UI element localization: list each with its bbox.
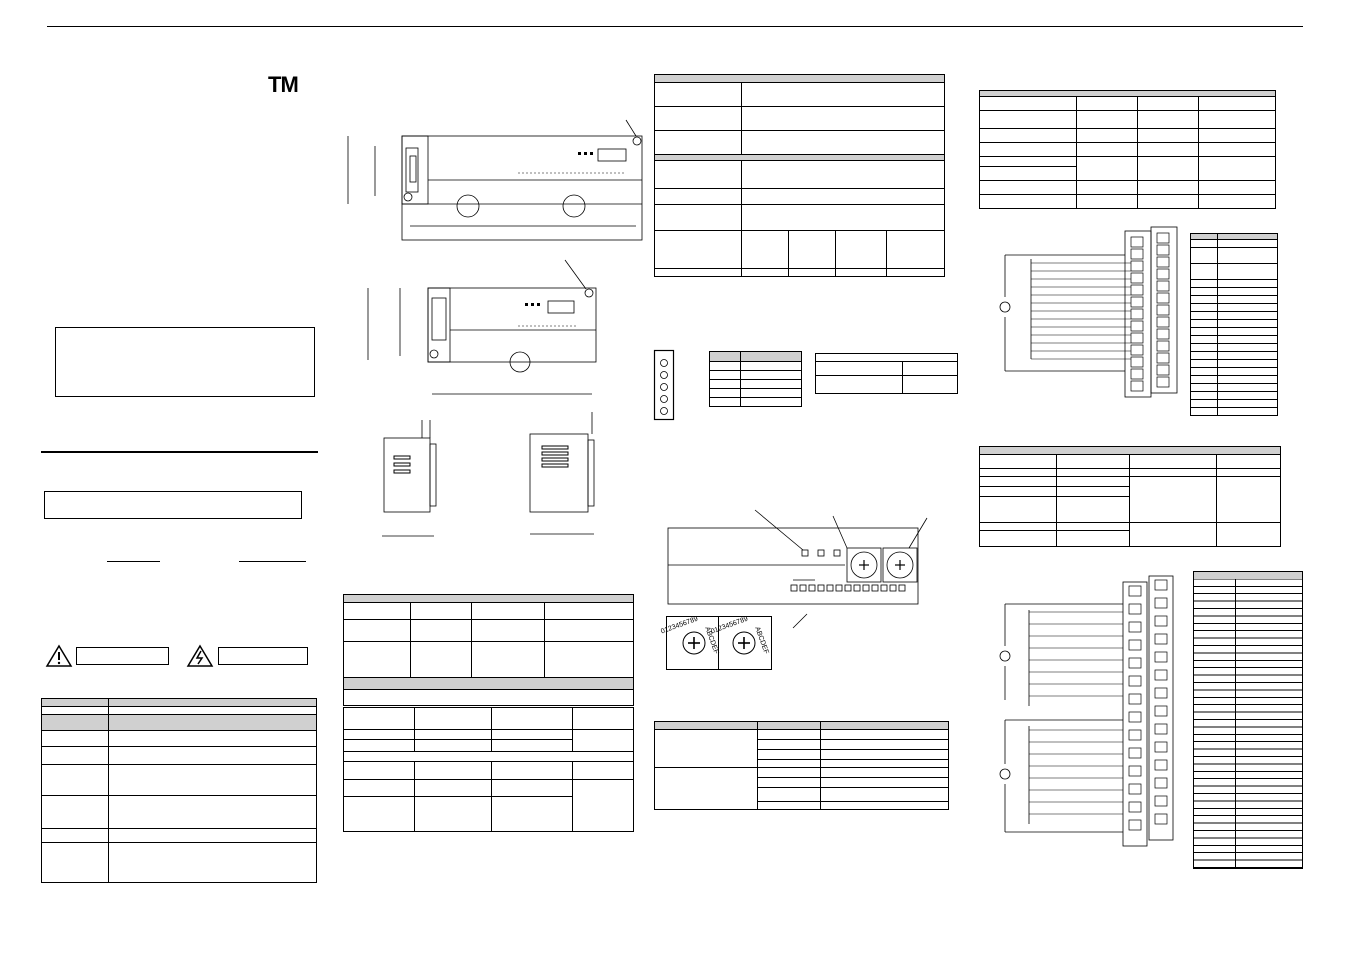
top-rule [47, 26, 1303, 27]
electric-hazard-icon [186, 644, 214, 667]
underline-1 [107, 561, 160, 562]
underline-2 [239, 561, 306, 562]
hazard-label-box [218, 647, 308, 665]
rotary-dial-box [666, 616, 772, 670]
device-front-narrow [367, 259, 597, 395]
device-side-left [382, 420, 437, 537]
dial-divider [718, 616, 719, 669]
terminal-assign-table-b [1193, 571, 1303, 869]
warning-triangle-icon [45, 644, 73, 667]
warning-label-box [76, 647, 169, 665]
right-mid-table [979, 446, 1281, 547]
left-spec-table [41, 698, 317, 883]
caption-box [44, 491, 302, 519]
right-top-table [979, 90, 1276, 209]
dial-digits-right: 0123456789 [710, 616, 749, 636]
trademark-mark: TM [268, 72, 299, 97]
wiring-diagram-2 [999, 575, 1174, 847]
led-status-table [654, 721, 949, 810]
power-table [815, 353, 958, 394]
pin-table [709, 351, 802, 407]
led-dial-panel [667, 509, 928, 629]
dial-hex-right: ABCDEF [753, 626, 769, 655]
rotary-switch-icon: 0123456789 ABCDEF 0123456789 ABCDEF [660, 616, 770, 655]
device-front-wide [347, 119, 643, 241]
spec-table-a [343, 594, 634, 706]
device-side-right [529, 412, 595, 535]
wiring-diagram-1 [999, 226, 1178, 398]
spec-table-b [343, 707, 634, 832]
terminal-assign-table [1190, 233, 1278, 416]
section-rule [41, 451, 318, 453]
spec-table-c [654, 74, 945, 277]
terminal-strip-icon [653, 349, 675, 421]
notice-box [55, 327, 315, 397]
